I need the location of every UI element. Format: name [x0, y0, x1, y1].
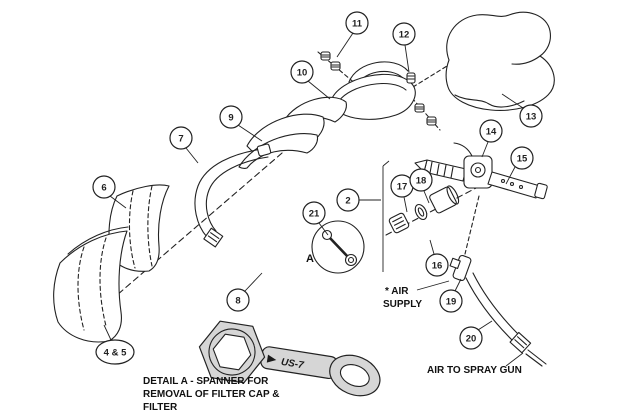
svg-text:7: 7 — [178, 134, 183, 145]
callout-16: 16 — [425, 239, 449, 277]
callouts: 11 12 13 10 9 7 6 — [92, 11, 543, 365]
detail-note-line1: DETAIL A - SPANNER FOR — [143, 376, 269, 387]
svg-text:10: 10 — [297, 68, 308, 79]
knurled-nuts-lower — [414, 103, 437, 126]
callout-15: 15 — [505, 146, 534, 185]
filter-gasket — [414, 203, 428, 221]
hose-end-fitting — [203, 227, 224, 248]
tee-valve — [449, 254, 472, 282]
svg-text:2: 2 — [345, 196, 350, 207]
air-supply-label-line1: * AIR — [385, 286, 409, 297]
callout-11: 11 — [336, 11, 369, 58]
filter-parts — [388, 185, 460, 234]
spanner-ring-end — [329, 354, 381, 397]
filter-body — [429, 185, 460, 214]
svg-text:12: 12 — [399, 30, 410, 41]
belt-assembly — [414, 142, 548, 200]
hood-part — [445, 11, 555, 111]
detail-a-marker: A — [306, 253, 314, 265]
svg-text:13: 13 — [526, 112, 537, 123]
detail-note-line2: REMOVAL OF FILTER CAP & — [143, 389, 279, 400]
spanner-marking: US-7 — [280, 357, 305, 371]
valve-and-gun-hose — [449, 254, 547, 367]
filter-cap — [388, 212, 410, 234]
svg-text:19: 19 — [446, 297, 457, 308]
svg-text:17: 17 — [397, 182, 408, 193]
breathing-hose — [194, 143, 272, 248]
svg-text:21: 21 — [309, 209, 320, 220]
callout-4-5: 4 & 5 — [95, 324, 135, 365]
callout-9: 9 — [219, 105, 263, 142]
svg-text:8: 8 — [235, 296, 240, 307]
callout-12: 12 — [392, 22, 416, 73]
callout-21: 21 — [302, 201, 329, 236]
axis-bracket — [382, 160, 390, 272]
svg-text:11: 11 — [352, 19, 363, 30]
visor-bolt — [406, 72, 416, 84]
callout-18: 18 — [409, 168, 433, 204]
air-supply-label-line2: SUPPLY — [383, 299, 422, 310]
svg-text:15: 15 — [517, 154, 528, 165]
brand-mark — [266, 354, 277, 363]
headgear-visor-assembly — [320, 51, 437, 126]
callout-19: 19 — [439, 278, 463, 313]
callout-14: 14 — [479, 119, 503, 158]
svg-text:4 & 5: 4 & 5 — [104, 348, 127, 359]
gun-hose-fitting — [509, 331, 532, 354]
callout-10: 10 — [290, 60, 331, 100]
svg-text:20: 20 — [466, 334, 477, 345]
callout-20: 20 — [459, 320, 493, 350]
svg-text:6: 6 — [101, 183, 106, 194]
text-labels: * AIR SUPPLY AIR TO SPRAY GUN DETAIL A -… — [143, 280, 524, 413]
callout-7: 7 — [169, 126, 199, 164]
svg-text:18: 18 — [416, 176, 427, 187]
svg-text:14: 14 — [486, 127, 497, 138]
spanner-wrench: US-7 — [198, 320, 381, 397]
knurled-nuts-upper — [320, 51, 341, 71]
svg-text:16: 16 — [432, 261, 443, 272]
callout-2: 2 — [336, 188, 381, 212]
callout-6: 6 — [92, 175, 127, 209]
callout-8: 8 — [226, 272, 263, 312]
shield-lenses — [238, 96, 347, 169]
callout-13: 13 — [501, 93, 543, 128]
detail-note-line3: FILTER — [143, 402, 178, 413]
svg-text:9: 9 — [228, 113, 233, 124]
detail-a-circle: A — [306, 220, 365, 274]
outer-shields — [53, 226, 129, 343]
air-to-spray-gun-label: AIR TO SPRAY GUN — [427, 365, 522, 376]
